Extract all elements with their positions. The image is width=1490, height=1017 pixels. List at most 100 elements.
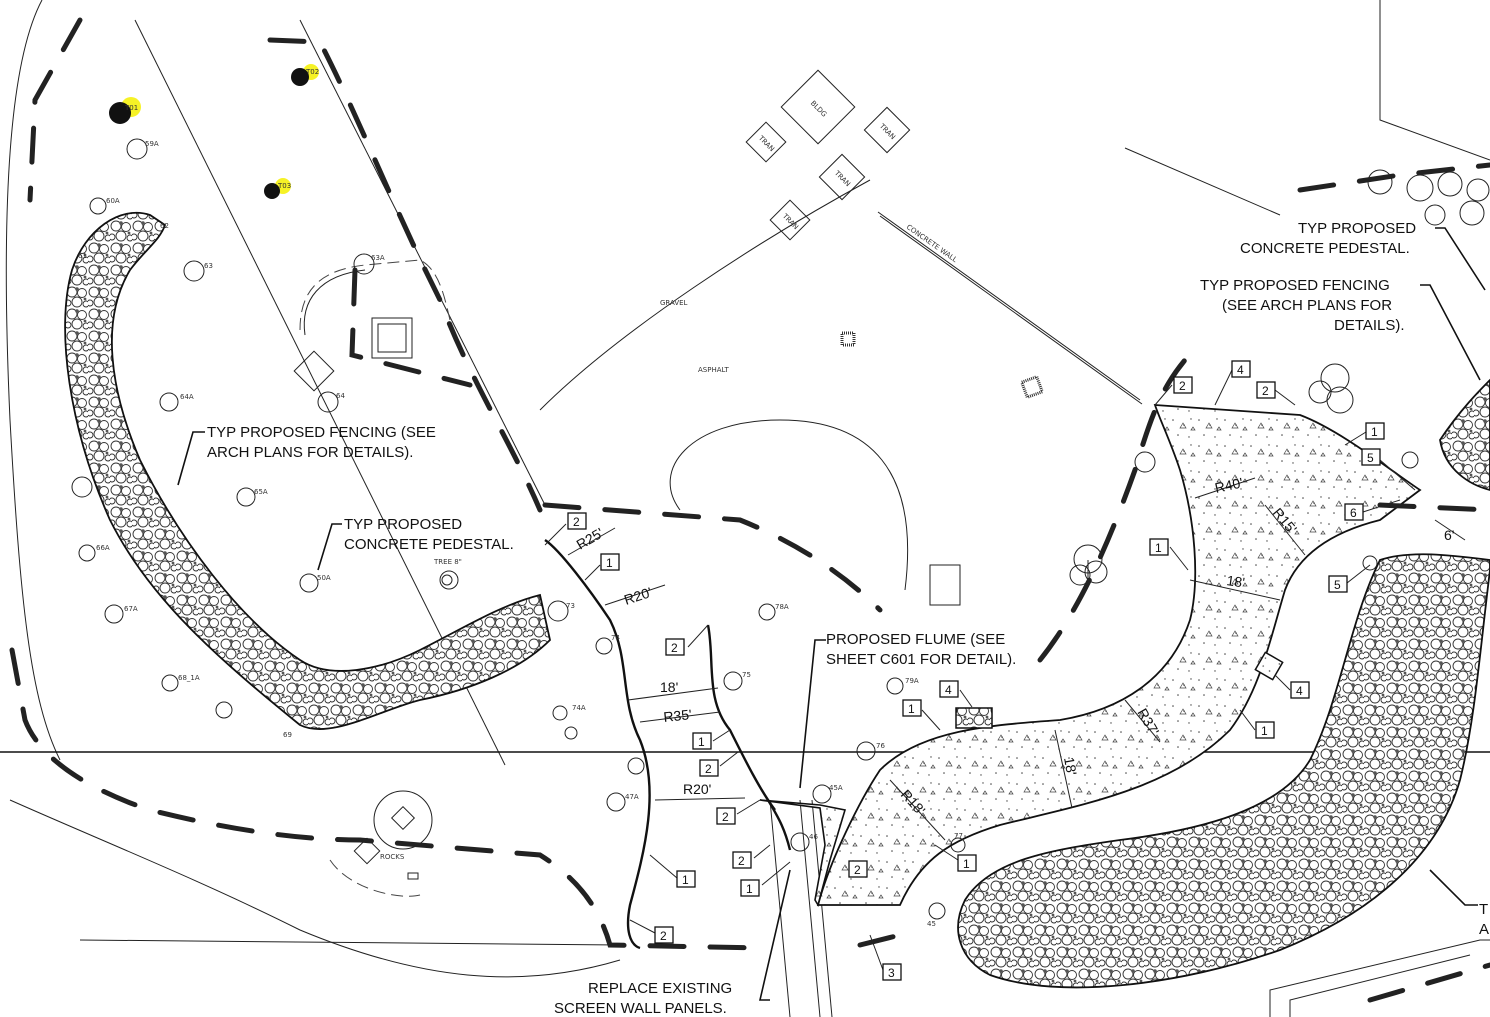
svg-text:65A: 65A [254, 488, 268, 496]
svg-text:45A: 45A [829, 784, 843, 792]
dim-r40: R40' [1213, 474, 1244, 496]
dimension-lines [567, 477, 1466, 841]
svg-text:4: 4 [945, 683, 952, 697]
fencing-note-left-line1: TYP PROPOSED FENCING (SEE [207, 424, 436, 441]
tree-tag: T03 [277, 182, 291, 190]
edge-note-line1: T [1479, 901, 1488, 918]
callout-leaders [177, 227, 1486, 1001]
keynote-tag: 5 [1328, 575, 1348, 593]
concrete-paths [759, 404, 1422, 908]
keynote-tag: 1 [957, 854, 977, 872]
tran-label: TRAN [756, 134, 776, 154]
keynote-tag: 1 [1149, 538, 1169, 556]
keynote-tag: 1 [1365, 422, 1385, 440]
keynote-tag: 2 [848, 860, 868, 878]
svg-text:73: 73 [566, 602, 575, 610]
tran-label: TRAN [877, 122, 897, 142]
svg-text:2: 2 [705, 762, 712, 776]
svg-text:46: 46 [809, 833, 818, 841]
keynote-tag: 2 [1256, 381, 1276, 399]
svg-text:4: 4 [1237, 363, 1244, 377]
svg-text:63: 63 [204, 262, 213, 270]
dim-18-top: 18' [1226, 572, 1246, 590]
keynote-tag: 2 [732, 851, 752, 869]
svg-text:77: 77 [954, 832, 963, 840]
svg-text:64A: 64A [180, 393, 194, 401]
grate [840, 331, 856, 347]
keynote-tag: 3 [882, 963, 902, 981]
keynote-tag: 1 [902, 699, 922, 717]
keynote-tag: 2 [716, 807, 736, 825]
svg-text:62: 62 [160, 222, 169, 230]
svg-text:45: 45 [927, 920, 936, 928]
svg-text:1: 1 [682, 873, 689, 887]
keynote-tag: 1 [676, 870, 696, 888]
tree-symbol [109, 102, 131, 124]
svg-text:5: 5 [1367, 451, 1374, 465]
tree-symbol [264, 183, 280, 199]
trees: T01 T02 T03 59A 60A 61 62 63 63A 64 64A … [71, 64, 1490, 928]
pedestal-note-right-line2: CONCRETE PEDESTAL. [1240, 240, 1410, 257]
bldg-outline [780, 69, 856, 145]
dim-6: 6' [1444, 527, 1454, 543]
svg-text:74A: 74A [572, 704, 586, 712]
svg-text:2: 2 [1179, 379, 1186, 393]
fencing-note-right-line3: DETAILS). [1334, 317, 1405, 334]
bldg-label: BLDG [809, 99, 828, 118]
edge-note-line2: A [1479, 921, 1489, 938]
svg-text:2: 2 [722, 810, 729, 824]
dim-18-left: 18' [660, 679, 678, 695]
keynote-tag: 1 [600, 553, 620, 571]
planting-beds [64, 211, 1490, 989]
svg-text:1: 1 [606, 556, 613, 570]
tree-symbol [291, 68, 309, 86]
rocks-label: ROCKS [380, 853, 405, 861]
svg-text:79A: 79A [905, 677, 919, 685]
svg-text:1: 1 [1155, 541, 1162, 555]
keynote-tag: 4 [1231, 360, 1251, 378]
svg-text:1: 1 [746, 882, 753, 896]
svg-text:64: 64 [336, 392, 345, 400]
concrete-pedestal [1254, 651, 1284, 681]
tran-label: TRAN [832, 169, 852, 189]
drawing-notes: TYP PROPOSED FENCING (SEE ARCH PLANS FOR… [207, 220, 1489, 1017]
left-cobble-bed [64, 211, 551, 730]
tree-label: TREE 8" [433, 558, 462, 566]
svg-text:50A: 50A [317, 574, 331, 582]
right-concrete-walk [816, 404, 1422, 906]
keynote-tag: 5 [1361, 448, 1381, 466]
svg-text:1: 1 [698, 735, 705, 749]
tree-tag: T02 [305, 68, 319, 76]
keynote-tag: 1 [1255, 721, 1275, 739]
svg-text:59A: 59A [145, 140, 159, 148]
right-cobble-bed-upper [1439, 378, 1490, 491]
svg-text:66A: 66A [96, 544, 110, 552]
equipment-pad [371, 317, 413, 359]
svg-text:68_1A: 68_1A [178, 674, 200, 682]
dim-r20-top: R20' [622, 584, 654, 608]
concrete-pedestal [955, 707, 993, 729]
flume-note-line1: PROPOSED FLUME (SEE [826, 631, 1005, 648]
keynote-tag: 2 [1173, 376, 1193, 394]
tree-tag: T01 [124, 104, 138, 112]
screen-wall-note-line2: SCREEN WALL PANELS. [554, 1000, 727, 1017]
tran-label: TRAN [780, 212, 800, 232]
svg-text:67A: 67A [124, 605, 138, 613]
keynote-tags: 2 1 2 1 2 2 2 1 1 2 2 3 1 4 1 2 4 2 1 5 … [567, 360, 1385, 981]
right-cobble-bed-lower [957, 553, 1490, 989]
svg-text:1: 1 [1371, 425, 1378, 439]
svg-text:6: 6 [1350, 506, 1357, 520]
svg-text:2: 2 [1262, 384, 1269, 398]
svg-text:3: 3 [888, 966, 895, 980]
fencing-note-left-line2: ARCH PLANS FOR DETAILS). [207, 444, 413, 461]
svg-text:47A: 47A [625, 793, 639, 801]
flume-walk [759, 799, 847, 908]
svg-text:69: 69 [283, 731, 292, 739]
fencing-note-right-line2: (SEE ARCH PLANS FOR [1222, 297, 1392, 314]
dim-r35: R35' [663, 706, 693, 725]
dim-r20-bottom: R20' [683, 781, 711, 797]
pedestal-note-left-line2: CONCRETE PEDESTAL. [344, 536, 514, 553]
svg-text:63A: 63A [371, 254, 385, 262]
